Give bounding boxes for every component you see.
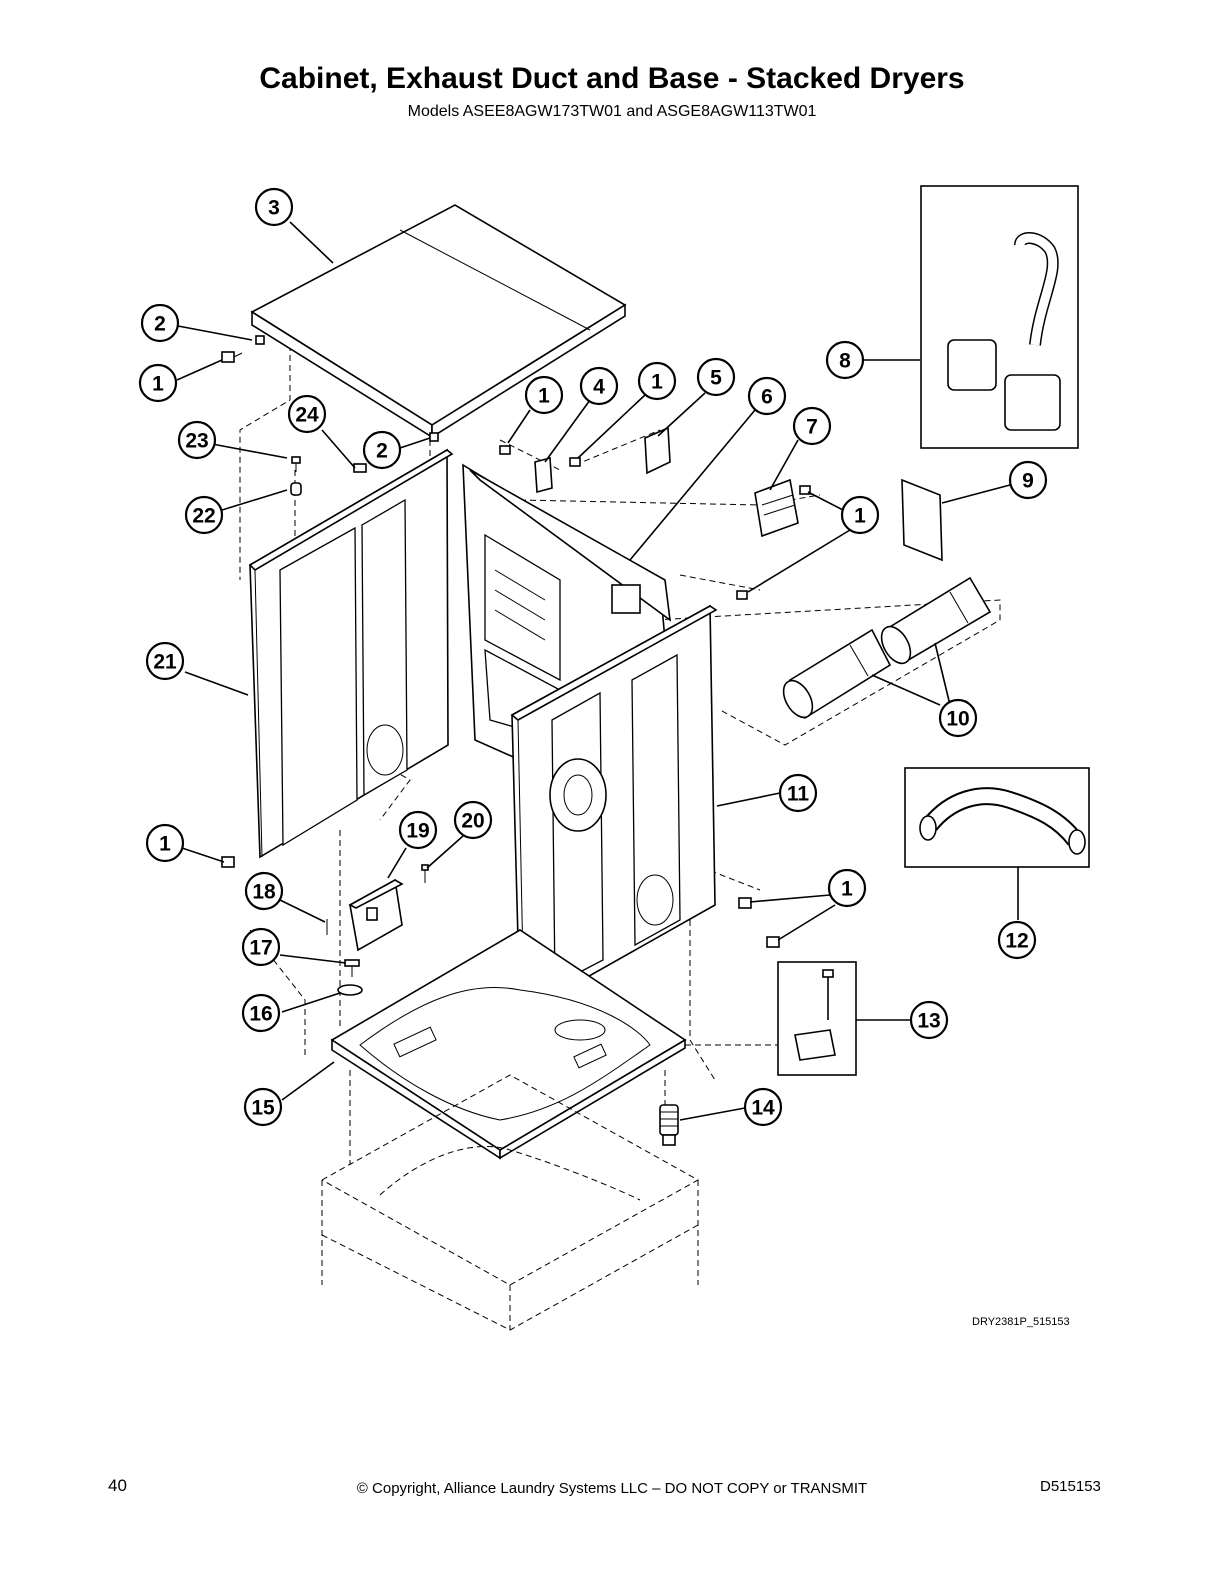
vent-cover-part [754, 478, 799, 538]
document-id: D515153 [1040, 1478, 1101, 1495]
svg-text:23: 23 [185, 430, 208, 453]
callout-9: 9 [1008, 460, 1048, 500]
callout-6: 6 [747, 376, 787, 416]
svg-text:1: 1 [159, 833, 171, 856]
svg-text:20: 20 [461, 810, 484, 833]
callout-1c: 1 [637, 361, 677, 401]
svg-text:14: 14 [751, 1097, 775, 1120]
callout-10: 10 [938, 698, 978, 738]
callout-5: 5 [696, 357, 736, 397]
leader-lines [176, 221, 1019, 1121]
drawing-reference: DRY2381P_515153 [972, 1316, 1070, 1328]
svg-text:1: 1 [152, 373, 164, 396]
anti-tip-kit-inset [777, 961, 857, 1076]
callout-7: 7 [792, 406, 832, 446]
flex-duct-inset [904, 767, 1090, 868]
front-panel-part [510, 604, 718, 1017]
callout-19: 19 [398, 810, 438, 850]
svg-text:12: 12 [1005, 930, 1028, 953]
callout-13: 13 [909, 1000, 949, 1040]
callout-1d: 1 [840, 495, 880, 535]
svg-text:2: 2 [376, 440, 388, 463]
page-subtitle: Models ASEE8AGW173TW01 and ASGE8AGW113TW… [407, 103, 817, 120]
top-cover-part [250, 204, 627, 442]
svg-text:16: 16 [249, 1003, 272, 1026]
callout-23: 23 [177, 420, 217, 460]
svg-text:11: 11 [787, 783, 810, 806]
svg-text:15: 15 [251, 1097, 275, 1120]
bracket-part [534, 456, 553, 494]
svg-text:4: 4 [593, 376, 605, 399]
svg-text:3: 3 [268, 197, 280, 220]
svg-text:13: 13 [917, 1010, 940, 1033]
svg-text:6: 6 [761, 386, 773, 409]
svg-text:2: 2 [154, 313, 166, 336]
callout-14: 14 [743, 1087, 783, 1127]
callout-16: 16 [241, 993, 281, 1033]
label-plate-part [644, 426, 671, 475]
svg-text:8: 8 [839, 350, 851, 373]
callout-3: 3 [254, 187, 294, 227]
label-sheet-part [901, 478, 943, 562]
svg-text:1: 1 [854, 505, 866, 528]
screw-hardware [221, 351, 811, 996]
callout-1f: 1 [827, 868, 867, 908]
copyright-notice: © Copyright, Alliance Laundry Systems LL… [356, 1480, 868, 1497]
callout-21: 21 [145, 641, 185, 681]
vent-kit-inset [920, 185, 1079, 449]
svg-text:21: 21 [153, 651, 177, 674]
callout-2a: 2 [140, 303, 180, 343]
callout-17: 17 [241, 927, 281, 967]
svg-text:22: 22 [192, 505, 215, 528]
callout-8: 8 [825, 340, 865, 380]
svg-text:9: 9 [1022, 470, 1034, 493]
svg-text:1: 1 [651, 371, 663, 394]
callout-18: 18 [244, 871, 284, 911]
lower-dryer-outline [321, 1074, 700, 1331]
callout-4: 4 [579, 366, 619, 406]
left-side-panel-part [248, 448, 454, 859]
svg-text:1: 1 [538, 385, 550, 408]
svg-text:19: 19 [406, 820, 429, 843]
svg-text:7: 7 [806, 416, 818, 439]
callout-20: 20 [453, 800, 493, 840]
base-part [330, 929, 687, 1160]
callout-22: 22 [184, 495, 224, 535]
callout-2b: 2 [362, 430, 402, 470]
svg-text:1: 1 [841, 878, 853, 901]
svg-text:10: 10 [946, 708, 969, 731]
callout-24: 24 [287, 394, 327, 434]
callout-1a: 1 [138, 363, 178, 403]
svg-text:5: 5 [710, 367, 722, 390]
callout-12: 12 [997, 920, 1037, 960]
page-number: 40 [108, 1476, 127, 1495]
svg-text:18: 18 [252, 881, 276, 904]
callout-1b: 1 [524, 375, 564, 415]
svg-text:17: 17 [249, 937, 272, 960]
page-title: Cabinet, Exhaust Duct and Base - Stacked… [259, 62, 965, 95]
exhaust-duct-part [782, 576, 992, 720]
svg-text:24: 24 [295, 404, 319, 427]
leveling-leg-part [659, 1104, 679, 1146]
terminal-block-part [348, 878, 404, 952]
callout-15: 15 [243, 1087, 283, 1127]
callout-11: 11 [778, 773, 818, 813]
callout-1e: 1 [145, 823, 185, 863]
